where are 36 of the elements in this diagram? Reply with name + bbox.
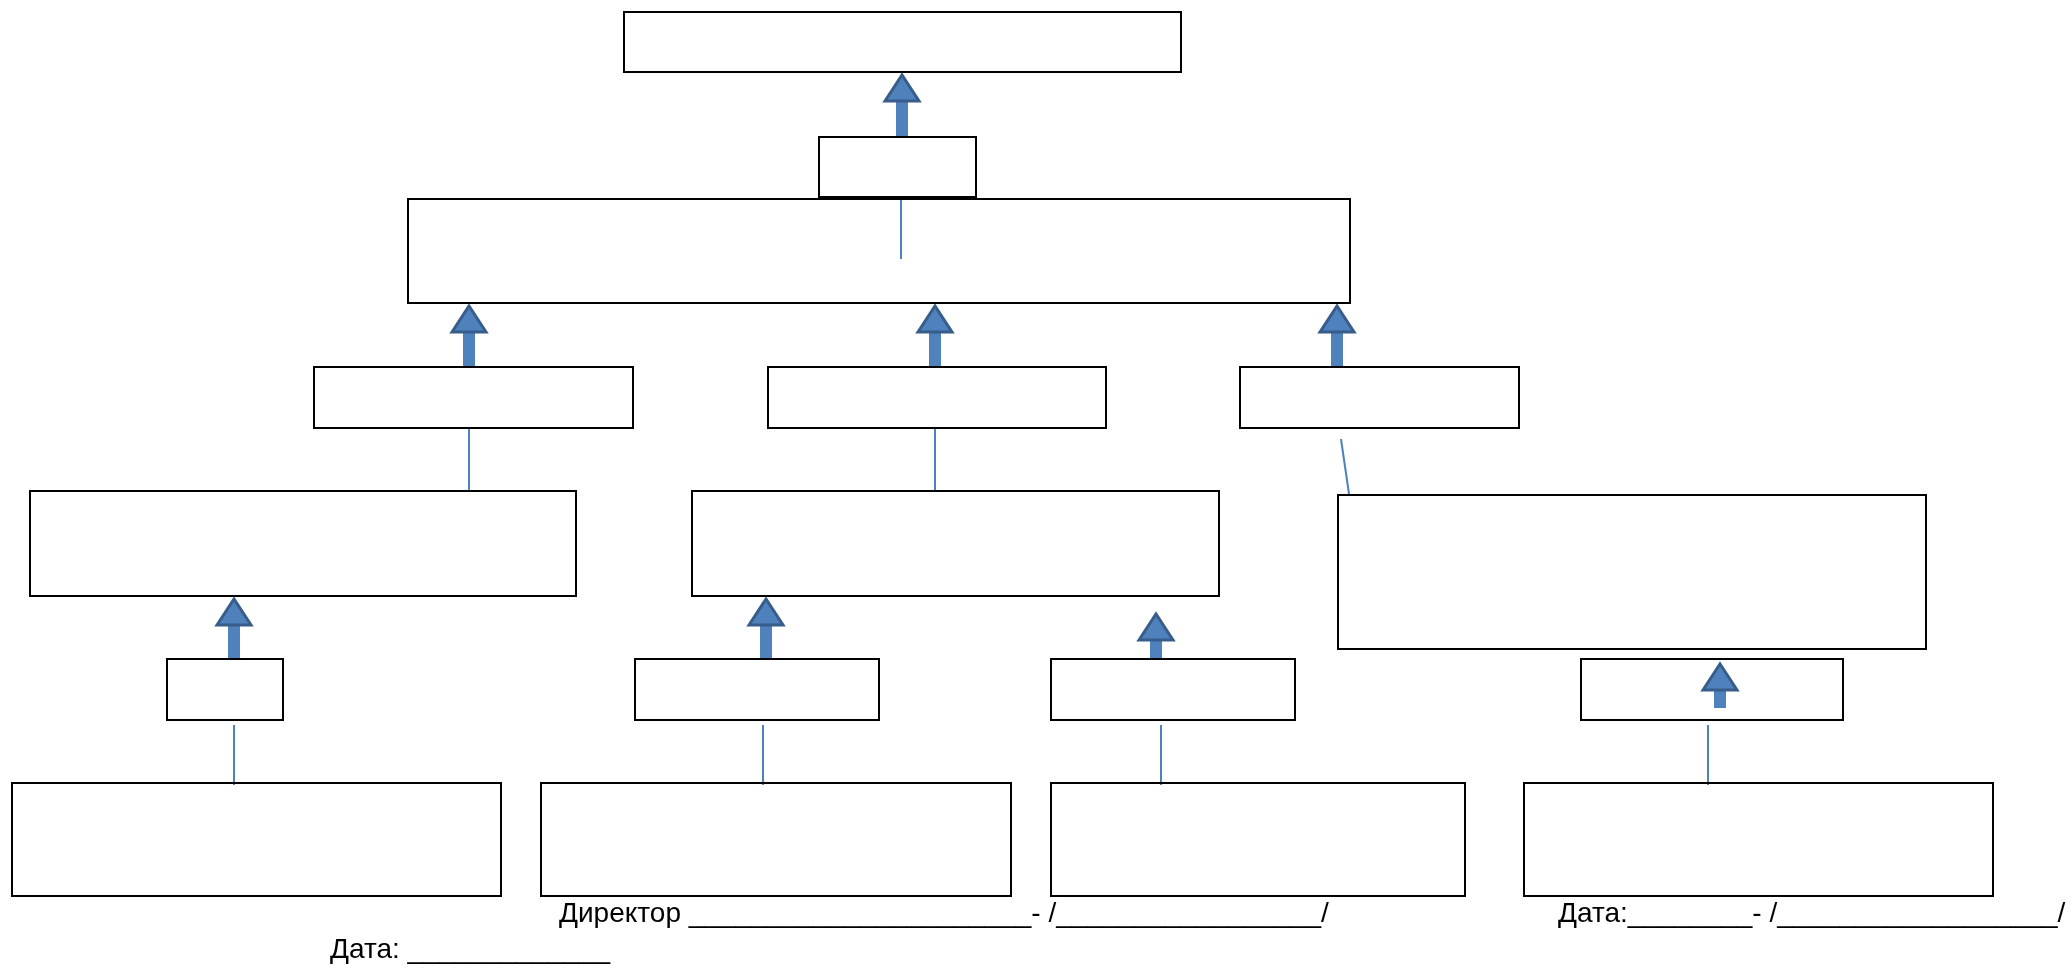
empty-box (1523, 782, 1994, 897)
empty-box (634, 658, 880, 721)
empty-box (623, 11, 1182, 73)
connector-line (1707, 724, 1709, 786)
connector-line (762, 724, 764, 786)
empty-box (166, 658, 284, 721)
block-arrow (1318, 304, 1356, 366)
block-arrow (747, 597, 785, 658)
block-arrow (1137, 612, 1175, 658)
empty-box (407, 198, 1351, 304)
empty-box (1050, 658, 1296, 721)
signature-line: Дата: _____________ (330, 934, 610, 965)
empty-box (1239, 366, 1520, 429)
empty-box (1337, 494, 1927, 650)
empty-box (1580, 658, 1844, 721)
connector-line (934, 428, 936, 491)
block-arrow (215, 597, 253, 658)
empty-box (818, 136, 977, 198)
empty-box (691, 490, 1220, 597)
connector-line (900, 197, 902, 260)
empty-box (767, 366, 1107, 429)
empty-box (540, 782, 1012, 897)
block-arrow (916, 304, 954, 366)
connector-line (1160, 724, 1162, 786)
block-arrow (883, 73, 921, 136)
connector-line (233, 724, 235, 786)
signature-line: Директор ______________________- /_________________/ (559, 898, 1329, 929)
connector-line (1340, 438, 1350, 495)
empty-box (1050, 782, 1466, 897)
empty-box (29, 490, 577, 597)
block-arrow (1701, 662, 1739, 708)
block-arrow (450, 304, 488, 366)
signature-line: Дата:________- /__________________/ (1558, 898, 2066, 929)
empty-box (11, 782, 502, 897)
connector-line (468, 428, 470, 491)
empty-box (313, 366, 634, 429)
